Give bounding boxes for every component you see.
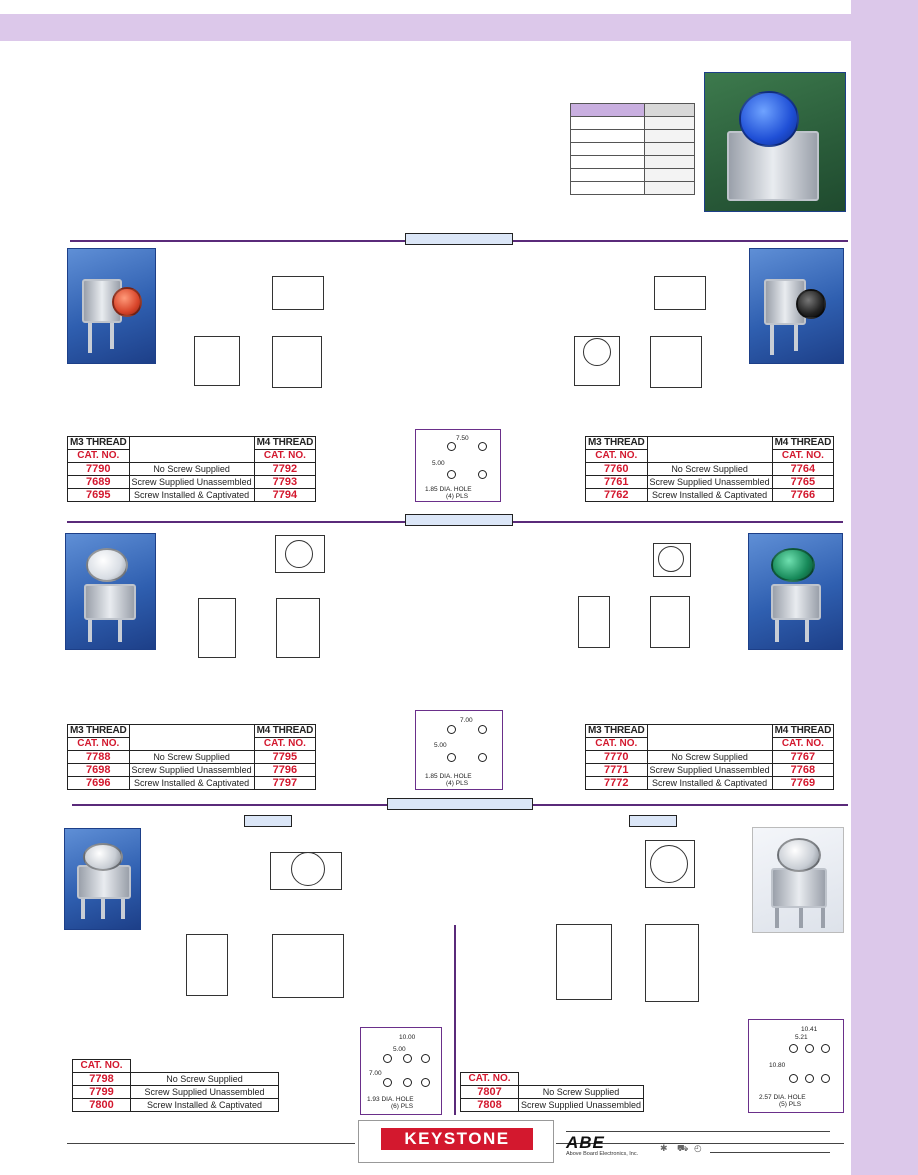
section-3-sub-label-left: [244, 815, 292, 827]
table-row: 7771 Screw Supplied Unassembled 7768: [585, 763, 835, 777]
table-row: 7770 No Screw Supplied 7767: [585, 750, 835, 764]
table-row: 7761 Screw Supplied Unassembled 7765: [585, 475, 835, 489]
table-row: 7798 No Screw Supplied: [72, 1072, 279, 1086]
drawing-3a-front: [186, 934, 228, 996]
drawing-3b-screw: [650, 845, 688, 883]
table-row: 7800 Screw Installed & Captivated: [72, 1098, 279, 1112]
product-photo-2-right: [748, 533, 843, 650]
part-table-3-left: CAT. NO. 7798 No Screw Supplied 7799 Scr…: [72, 1059, 279, 1112]
footer-rule-left: [67, 1143, 355, 1144]
section-3-sub-label-right: [629, 815, 677, 827]
section-1-label: [405, 233, 513, 245]
product-photo-1-left: [67, 248, 156, 364]
abe-logo: ABE: [566, 1133, 605, 1152]
table-row: 7772 Screw Installed & Captivated 7769: [585, 776, 835, 790]
drawing-2a-side: [276, 598, 320, 658]
drawing-2a-screw: [285, 540, 313, 568]
table-row: 7698 Screw Supplied Unassembled 7796: [67, 763, 317, 777]
drawing-1b-side: [650, 336, 702, 388]
cart-icon: ⛟: [677, 1143, 689, 1153]
side-band: [851, 0, 918, 1175]
footer-rule-short: [710, 1152, 830, 1153]
drawing-1b-screw: [583, 338, 611, 366]
hero-product-photo: [704, 72, 846, 212]
product-photo-3-right: [752, 827, 844, 933]
drawing-2b-screw: [658, 546, 684, 572]
keystone-logo-box: KEYSTONE: [358, 1120, 554, 1163]
product-photo-2-left: [65, 533, 156, 650]
footer-rule-right-top: [566, 1131, 830, 1132]
product-photo-3-left: [64, 828, 141, 930]
part-table-2-left: M3 THREAD M4 THREAD CAT. NO. CAT. NO. 77…: [67, 724, 317, 790]
part-table-3-right: CAT. NO. 7807 No Screw Supplied 7808 Scr…: [460, 1072, 645, 1112]
drawing-2a-front: [198, 598, 236, 658]
product-photo-1-right: [749, 248, 844, 364]
section-3-label: [387, 798, 533, 810]
drawing-1b-top: [654, 276, 706, 310]
drawing-2b-side: [650, 596, 690, 648]
drawing-3b-front: [556, 924, 612, 1000]
top-band: [0, 14, 851, 41]
drawing-2b-front: [578, 596, 610, 648]
table-row: 7790 No Screw Supplied 7792: [67, 462, 317, 476]
table-row: 7695 Screw Installed & Captivated 7794: [67, 488, 317, 502]
table-row: 7788 No Screw Supplied 7795: [67, 750, 317, 764]
drawing-1a-top: [272, 276, 324, 310]
drawing-1a-side: [272, 336, 322, 388]
part-table-1-left: M3 THREAD M4 THREAD CAT. NO. CAT. NO. 77…: [67, 436, 317, 502]
hole-pattern-1: 7.50 5.00 1.85 DIA. HOLE (4) PLS: [415, 429, 501, 502]
abe-subtitle: Above Board Electronics, Inc.: [566, 1151, 639, 1157]
part-table-1-right: M3 THREAD M4 THREAD CAT. NO. CAT. NO. 77…: [585, 436, 835, 502]
hole-pattern-2: 7.00 5.00 1.85 DIA. HOLE (4) PLS: [415, 710, 503, 790]
drawing-3a-screw: [291, 852, 325, 886]
spec-table: [570, 103, 695, 195]
drawing-3b-side: [645, 924, 699, 1002]
drawing-1a-front: [194, 336, 240, 386]
hole-pattern-3-right: 10.41 5.21 10.80 2.57 DIA. HOLE (5) PLS: [748, 1019, 844, 1113]
table-row: 7808 Screw Supplied Unassembled: [460, 1098, 645, 1112]
table-row: 7807 No Screw Supplied: [460, 1085, 645, 1099]
section-3-divider: [454, 925, 456, 1115]
section-2-label: [405, 514, 513, 526]
table-row: 7689 Screw Supplied Unassembled 7793: [67, 475, 317, 489]
drawing-3a-side: [272, 934, 344, 998]
footer-rule-right: [556, 1143, 844, 1144]
part-table-2-right: M3 THREAD M4 THREAD CAT. NO. CAT. NO. 77…: [585, 724, 835, 790]
table-row: 7762 Screw Installed & Captivated 7766: [585, 488, 835, 502]
gear-icon: ✱: [660, 1143, 668, 1153]
clock-icon: ◴: [694, 1143, 702, 1153]
table-row: 7696 Screw Installed & Captivated 7797: [67, 776, 317, 790]
table-row: 7799 Screw Supplied Unassembled: [72, 1085, 279, 1099]
table-row: 7760 No Screw Supplied 7764: [585, 462, 835, 476]
keystone-logo: KEYSTONE: [381, 1128, 533, 1150]
hole-pattern-3-left: 10.00 5.00 7.00 1.93 DIA. HOLE (6) PLS: [360, 1027, 442, 1115]
